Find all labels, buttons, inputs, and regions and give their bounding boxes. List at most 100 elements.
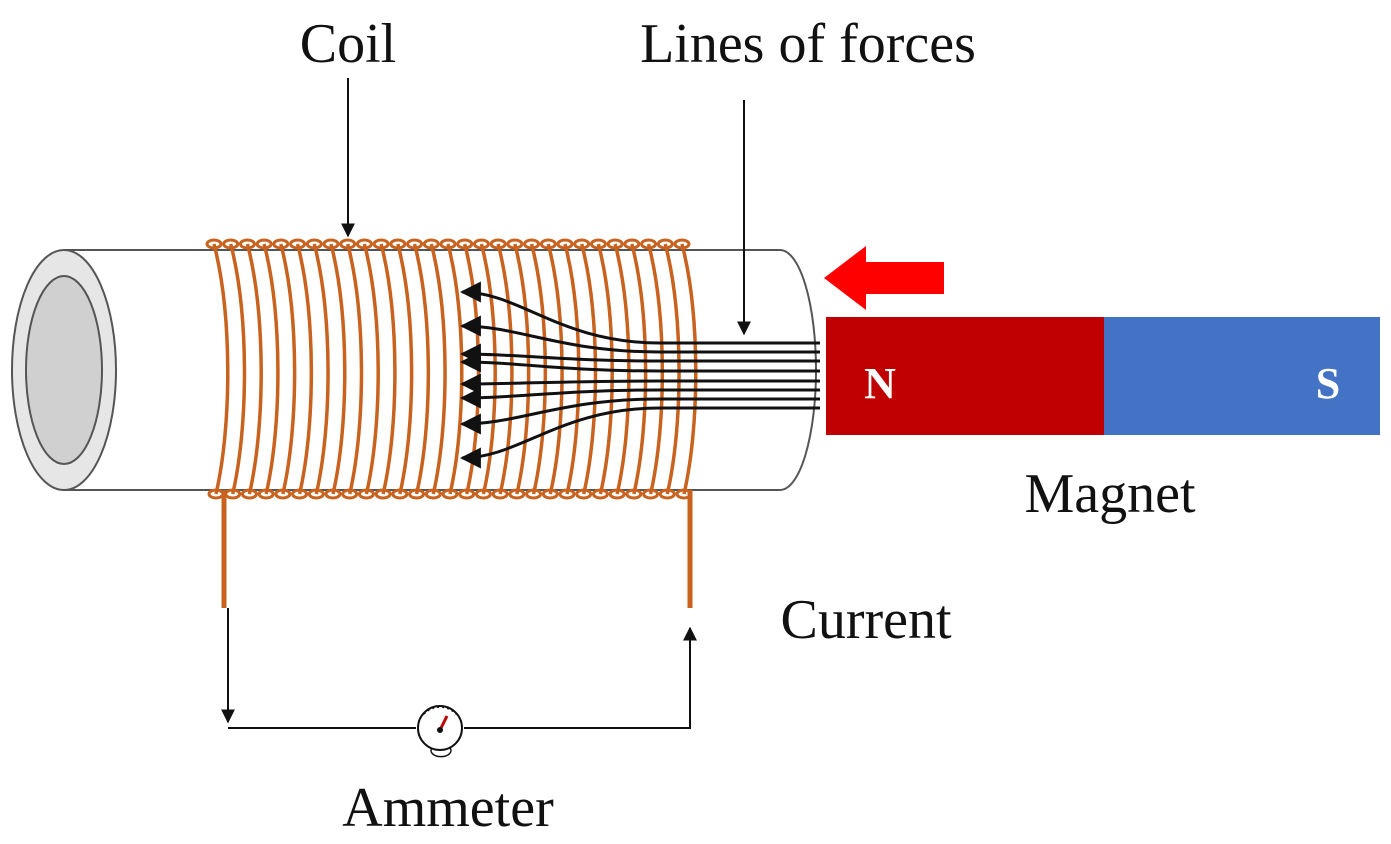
coil-top-loop	[606, 238, 624, 250]
coil-bottom-loop	[257, 488, 275, 500]
coil-bottom-loop	[441, 488, 459, 500]
coil-bottom-loop	[374, 488, 392, 500]
coil-top-loop	[640, 238, 658, 250]
coil-winding	[630, 243, 648, 495]
coil-winding	[245, 243, 263, 495]
coil-top-loop	[472, 238, 490, 250]
gauge-icon	[417, 705, 463, 758]
coil-winding	[412, 243, 431, 495]
coil-winding	[479, 243, 497, 495]
coil-winding	[529, 243, 548, 495]
coil-winding	[362, 243, 380, 495]
magnet-north-pole	[826, 317, 1104, 435]
coil-bottom-loop	[642, 488, 660, 500]
coil-bottom-loop	[491, 488, 509, 500]
coil-top-loop	[506, 238, 524, 250]
north-pole-label: N	[864, 359, 896, 408]
coil-bottom-loop	[575, 488, 593, 500]
coil-winding	[513, 243, 531, 495]
coil-bottom-loop	[591, 488, 609, 500]
coil-top-loop	[205, 238, 223, 250]
coil-winding	[312, 243, 330, 495]
coil-top-loop	[289, 238, 307, 250]
coil-top-loop	[222, 238, 240, 250]
coil-winding	[212, 243, 230, 495]
circuit-wire	[221, 608, 697, 729]
coil-top-loop	[489, 238, 507, 250]
coil-bottom-loop	[608, 488, 626, 500]
field-line	[459, 315, 820, 354]
coil-winding	[646, 243, 665, 495]
south-pole-label: S	[1316, 359, 1340, 408]
field-line	[459, 351, 820, 373]
magnet-label: Magnet	[1024, 463, 1196, 525]
coil-bottom-loop	[658, 488, 676, 500]
coil-bottom-loop	[424, 488, 442, 500]
coil-winding	[429, 243, 447, 495]
coil-top-loop	[456, 238, 474, 250]
coil-top-loop	[422, 238, 440, 250]
coil-winding	[329, 243, 347, 495]
coil-top-loop	[523, 238, 541, 250]
field-line	[459, 406, 820, 469]
coil-bottom-loop	[508, 488, 526, 500]
left-arrow-icon	[824, 246, 944, 310]
coil-bottom-loop	[324, 488, 342, 500]
coil-top-loop	[573, 238, 591, 250]
wire-up-arrow	[464, 626, 697, 729]
coil-top-loop	[623, 238, 641, 250]
magnet-south-pole	[1104, 317, 1380, 435]
field-lines	[459, 281, 820, 469]
coil-winding	[279, 243, 297, 495]
coil-top-loop	[673, 238, 691, 250]
field-line	[459, 281, 820, 345]
coil-bottom-loop	[408, 488, 426, 500]
coil-top-loop	[406, 238, 424, 250]
coil-bottom-loop	[274, 488, 292, 500]
coil-top-loop	[589, 238, 607, 250]
coil-top-loop	[272, 238, 290, 250]
field-line	[459, 397, 820, 435]
coil-winding	[379, 243, 397, 495]
coil-winding	[496, 243, 514, 495]
coil-leads	[221, 490, 693, 608]
field-line	[459, 343, 820, 365]
coil-top-loop	[556, 238, 574, 250]
coil-bottom-loop	[357, 488, 375, 500]
tube-end-hole	[25, 275, 103, 465]
coil-top-loop	[238, 238, 256, 250]
coil-bottom-loop	[240, 488, 258, 500]
coil-top-loop	[389, 238, 407, 250]
coil-winding	[229, 243, 247, 495]
coil-bottom-loop	[541, 488, 559, 500]
coil-winding	[680, 243, 698, 495]
coil-top-loop	[322, 238, 340, 250]
coil-bottom-loop	[291, 488, 309, 500]
magnet: N S	[826, 317, 1380, 435]
lines-of-forces-label: Lines of forces	[640, 13, 976, 75]
current-label: Current	[780, 589, 952, 651]
coil-top-loop	[439, 238, 457, 250]
coil-winding	[396, 243, 414, 495]
coil-winding	[262, 243, 280, 495]
coil-bottom-loop	[558, 488, 576, 500]
coil-bottom-loop	[525, 488, 543, 500]
coil-bottom-loop	[391, 488, 409, 500]
coil-winding	[295, 243, 314, 495]
field-line	[459, 373, 820, 395]
coil-top-loop	[255, 238, 273, 250]
coil	[205, 238, 698, 500]
coil-top-loop	[355, 238, 373, 250]
coil-top-loop	[339, 238, 357, 250]
field-line	[459, 387, 820, 409]
coil-bottom-loop	[341, 488, 359, 500]
coil-bottom-loop	[474, 488, 492, 500]
coil-top-loop	[305, 238, 323, 250]
coil-bottom-loop	[458, 488, 476, 500]
coil-top-loop	[539, 238, 557, 250]
coil-bottom-loop	[625, 488, 643, 500]
coil-bottom-loop	[307, 488, 325, 500]
coil-top-loop	[372, 238, 390, 250]
